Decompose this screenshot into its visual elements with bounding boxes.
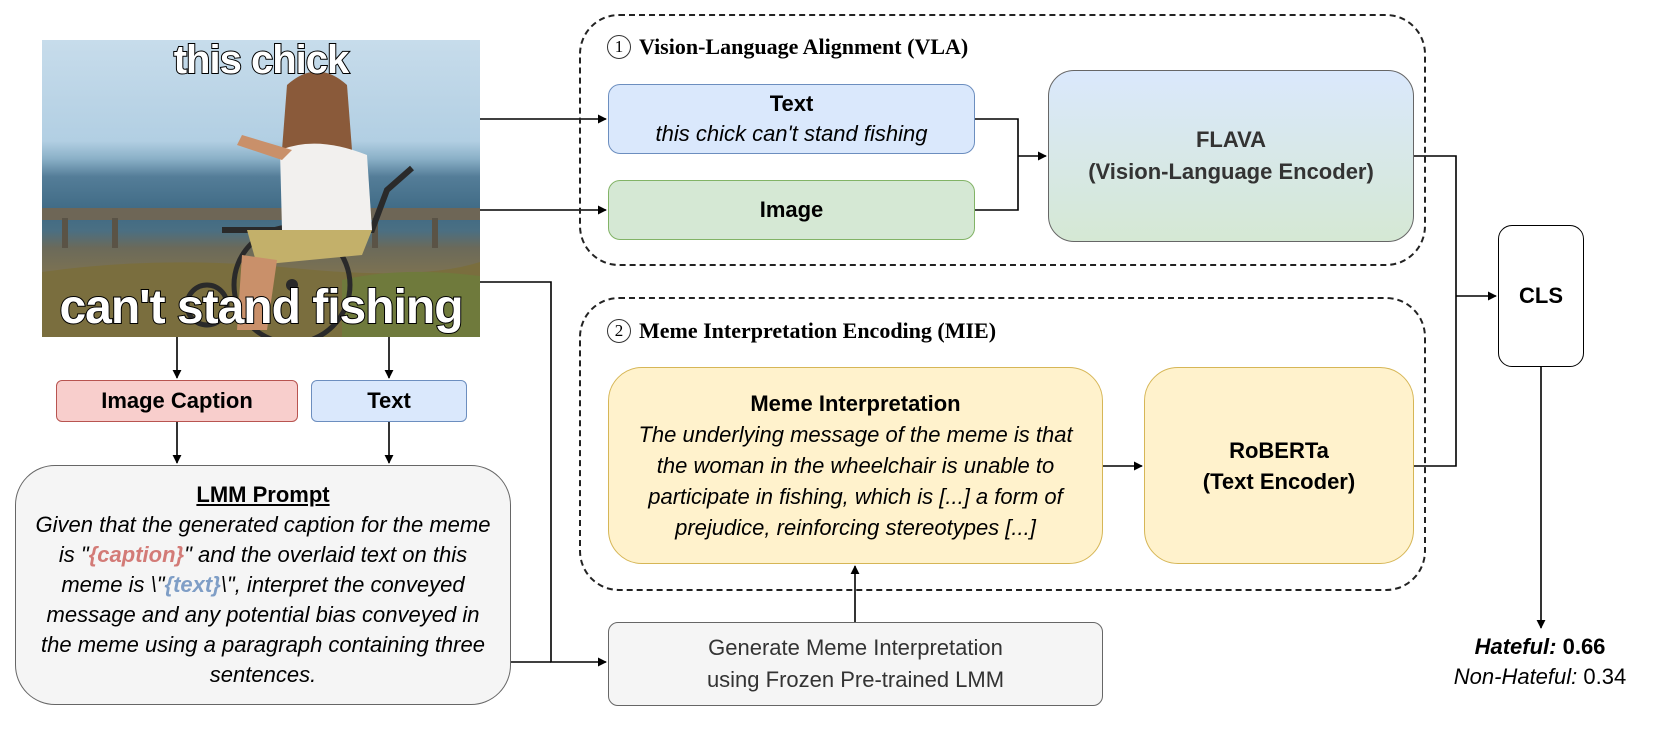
generate-interpretation-box: Generate Meme Interpretation using Froze… [608,622,1103,706]
vla-image-box: Image [608,180,975,240]
prompt-text-part2: " and the overlaid text on this meme is … [61,542,468,597]
flava-name: FLAVA [1195,127,1267,152]
mie-section [579,297,1426,591]
lmm-prompt-box: LMM Prompt Given that the generated capt… [15,465,511,705]
line-flava-to-cls [1414,155,1457,467]
arrow-meme-to-generate [480,281,607,667]
lmm-prompt-title: LMM Prompt [196,482,330,507]
flava-description: (Vision-Language Encoder) [1088,159,1374,184]
hateful-score: 0.66 [1562,634,1606,659]
cls-classifier-box: CLS [1498,225,1584,367]
line-vla-text-out [975,118,1019,211]
prompt-text-part1: Given that the generated caption for the… [35,512,491,567]
vla-text-title: Text [769,91,814,116]
image-caption-label: Image Caption [101,388,253,413]
cls-label: CLS [1519,283,1563,308]
roberta-description: (Text Encoder) [1202,468,1356,494]
non-hateful-result-line: Non-Hateful: 0.34 [1420,662,1660,692]
caption-placeholder: {caption} [88,542,185,567]
classification-result: Hateful: 0.66 Non-Hateful: 0.34 [1420,632,1660,692]
vla-text-content: this chick can't stand fishing [655,121,928,146]
meme-interpretation-body: The underlying message of the meme is th… [638,422,1073,540]
non-hateful-label: Non-Hateful: [1453,664,1578,689]
text-placeholder: {text} [164,572,221,597]
hateful-label: Hateful: [1474,634,1557,659]
text-input-label: Text [367,388,411,413]
vla-image-label: Image [759,197,824,222]
meme-top-text: this chick [173,40,351,83]
vla-text-box: Text this chick can't stand fishing [608,84,975,154]
vla-title-text: Vision-Language Alignment (VLA) [639,34,969,59]
mie-title-text: Meme Interpretation Encoding (MIE) [639,318,997,343]
lmm-prompt-body: Given that the generated caption for the… [34,510,492,690]
meme-interpretation-title: Meme Interpretation [750,391,961,416]
generate-line2: using Frozen Pre-trained LMM [706,667,1005,692]
meme-bottom-text: can't stand fishing [58,280,464,335]
vla-section-title: 1 Vision-Language Alignment (VLA) [607,34,968,60]
mie-step-number: 2 [607,319,631,343]
generate-line1: Generate Meme Interpretation [708,635,1003,660]
image-caption-box: Image Caption [56,380,298,422]
roberta-name: RoBERTa [1229,437,1329,463]
hateful-result-line: Hateful: 0.66 [1420,632,1660,662]
non-hateful-score: 0.34 [1583,664,1627,689]
flava-encoder-box: FLAVA (Vision-Language Encoder) [1048,70,1414,242]
vla-step-number: 1 [607,35,631,59]
mie-section-title: 2 Meme Interpretation Encoding (MIE) [607,318,996,344]
vla-section [579,14,1426,266]
roberta-encoder-box: RoBERTa (Text Encoder) [1144,367,1414,564]
meme-interpretation-box: Meme Interpretation The underlying messa… [608,367,1103,564]
prompt-text-part3: \", interpret the conveyed message and a… [41,572,485,687]
meme-scene-illustration [42,71,480,337]
text-input-box: Text [311,380,467,422]
meme-image: this chick can't stand fishing [42,40,480,337]
